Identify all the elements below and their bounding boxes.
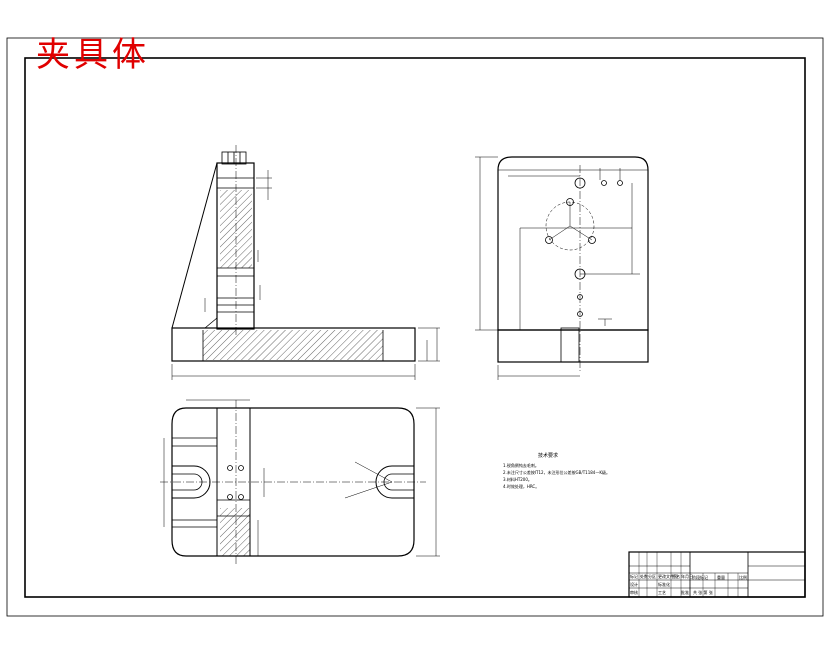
tech-req-heading: 技术要求: [538, 453, 559, 459]
front-view: [171, 145, 440, 380]
tb-cell: 设计: [630, 582, 638, 587]
tb-cell: 处数: [640, 574, 648, 579]
tb-cell: 批准: [681, 590, 689, 595]
outer-border: [6, 37, 824, 617]
tech-req-line: 3.材料HT200。: [503, 477, 532, 482]
tb-cell: 年月日: [681, 574, 693, 579]
tb-cell: 工艺: [658, 590, 666, 595]
tb-cell: 更改文件号: [658, 574, 678, 579]
tb-cell: 分区: [648, 574, 656, 579]
tb-cell: 标记: [630, 574, 638, 579]
tech-req-line: 2.未注尺寸公差按IT12，未注形位公差按GB/T1184—K级。: [503, 470, 610, 475]
tb-cell: 比例: [739, 575, 747, 580]
tb-cell: 签名: [672, 574, 680, 579]
top-view: [160, 399, 440, 565]
tech-req-line: 4.时效处理，HRC。: [503, 484, 540, 489]
drawing-title: 夹具体: [36, 35, 150, 75]
side-view: [475, 156, 649, 380]
tb-cell: 重量: [717, 575, 725, 580]
tech-req-line: 1.锐角倒钝去毛刺。: [503, 463, 539, 468]
tb-cell: 审核: [630, 590, 638, 595]
tb-cell: 共 张 第 张: [693, 590, 713, 595]
tb-cell: 标准化: [658, 582, 670, 587]
tb-cell: 阶段标记: [692, 575, 708, 580]
inner-frame: [24, 57, 806, 598]
title-block: [628, 551, 806, 598]
